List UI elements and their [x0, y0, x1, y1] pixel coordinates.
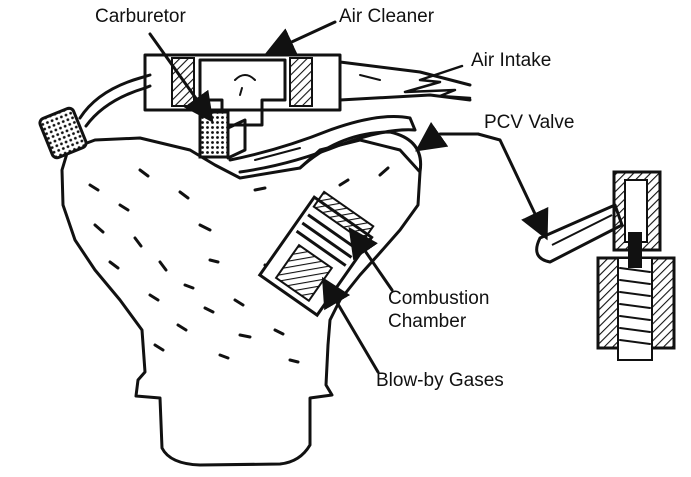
air-intake-arrow: [403, 64, 472, 100]
label-combustion-line2: Chamber: [388, 311, 467, 332]
pcv-hose: [228, 115, 417, 174]
label-combustion-line1: Combustion: [388, 288, 490, 309]
piston-cylinder: [257, 190, 375, 318]
breather-cap: [38, 106, 88, 160]
pcv-valve-detail: [535, 170, 676, 361]
label-blow-by-gases: Blow-by Gases: [376, 370, 504, 391]
label-combustion-chamber: Combustion Chamber: [388, 287, 489, 333]
leader-lines: [148, 20, 549, 374]
label-air-intake: Air Intake: [471, 50, 552, 71]
label-carburetor: Carburetor: [95, 6, 186, 27]
label-pcv-valve: PCV Valve: [484, 112, 575, 133]
engine-block: [60, 136, 422, 467]
label-air-cleaner: Air Cleaner: [339, 6, 435, 27]
carburetor-body: [198, 110, 230, 159]
